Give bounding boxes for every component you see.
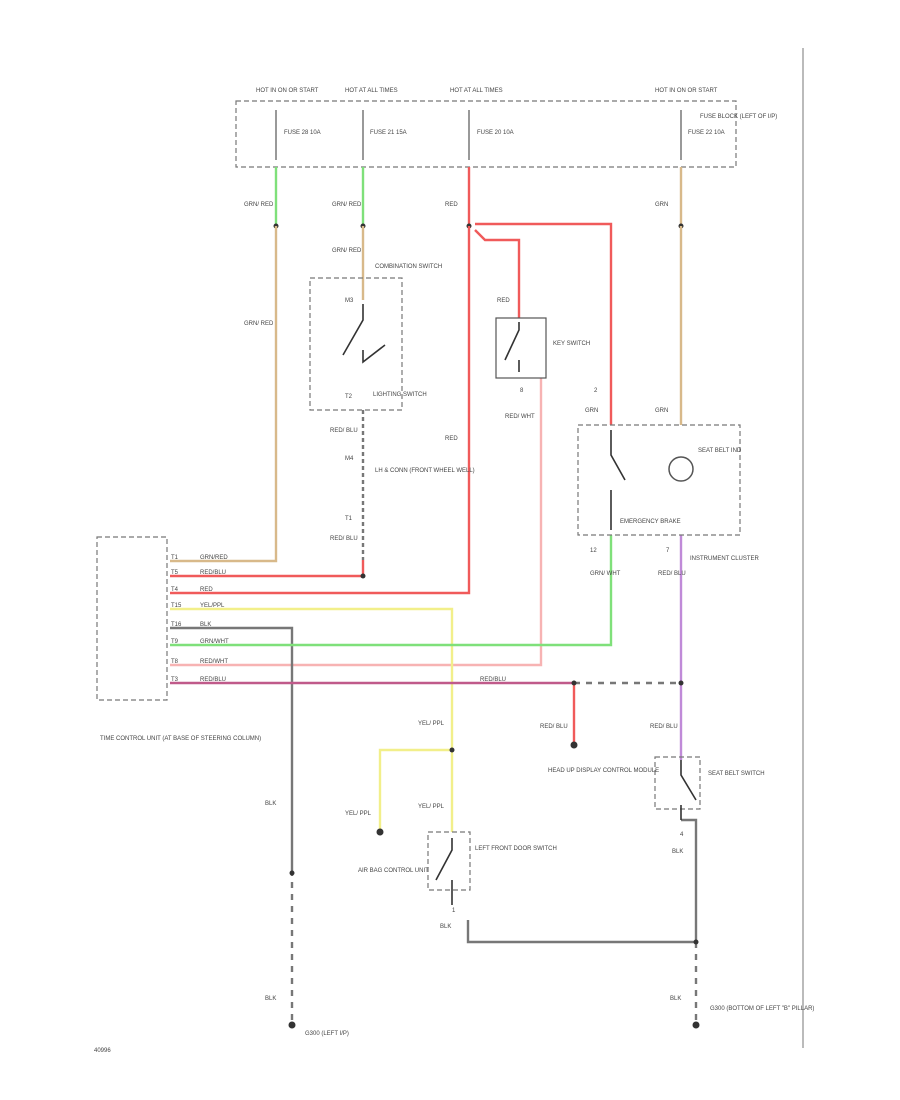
combination-switch-contact — [342, 304, 386, 364]
tcu-pin-7: T8 — [171, 659, 179, 665]
hot-label-3: HOT AT ALL TIMES — [450, 88, 503, 94]
wire-label-w24: BLK — [265, 996, 276, 1002]
wire-label-w5: GRN/ RED — [332, 248, 362, 254]
tcu-wire-6: GRN/WHT — [200, 639, 229, 645]
tcu-pin-3: T4 — [171, 587, 179, 593]
fuse-outputs — [274, 167, 683, 226]
pin-p4: T1 — [345, 516, 353, 522]
ground-left-label: G300 (LEFT I/P) — [305, 1031, 349, 1037]
pin-p10: 4 — [680, 832, 684, 838]
pin-p9: 1 — [452, 908, 456, 914]
wire-label-w18: RED/ BLU — [658, 571, 686, 577]
tcu-wire-7: RED/WHT — [200, 659, 228, 665]
hot-label-1: HOT IN ON OR START — [256, 88, 319, 94]
wire-label-w14: GRN/ WHT — [590, 571, 621, 577]
tcu-wire-4: YEL/PPL — [200, 603, 225, 609]
wire-label-w19: RED/ BLU — [540, 724, 568, 730]
tcu-pin-2: T5 — [171, 570, 179, 576]
seat-belt-switch-contact — [680, 760, 697, 820]
instrument-cluster-box — [577, 424, 741, 536]
pin-p7: 7 — [666, 548, 670, 554]
fuses: FUSE 28 10A FUSE 21 15A FUSE 20 10A FUSE… — [275, 110, 725, 160]
door-switch-box — [427, 831, 471, 891]
wire-label-w24b: BLK — [670, 996, 681, 1002]
fuse-block-label: FUSE BLOCK (LEFT OF I/P) — [700, 114, 777, 120]
seat-belt-lamp — [668, 456, 694, 482]
fuse-label-3: FUSE 20 10A — [477, 130, 514, 136]
wire-label-w16: YEL/ PPL — [345, 811, 372, 817]
wire-label-w20: RED/ BLU — [650, 724, 678, 730]
pin-p8: 2 — [594, 388, 598, 394]
fuse-label-2: FUSE 21 15A — [370, 130, 407, 136]
airbag-unit-label: AIR BAG CONTROL UNIT — [358, 868, 429, 874]
tcu-wire-3: RED — [200, 587, 213, 593]
combination-switch-label: COMBINATION SWITCH — [375, 264, 442, 270]
wire-label-w2: GRN/ RED — [332, 202, 362, 208]
wire-label-w8: RED/ WHT — [505, 414, 535, 420]
wire-label-w3: RED — [445, 202, 458, 208]
combination-switch-box — [309, 277, 403, 411]
seat-belt-switch-box — [654, 756, 701, 810]
wire-label-w17: YEL/ PPL — [418, 804, 445, 810]
pin-p1: M3 — [345, 298, 354, 304]
pin-p2: T2 — [345, 394, 353, 400]
tcu-pin-5: T16 — [171, 622, 182, 628]
wire-label-w11: RED — [445, 436, 458, 442]
pin-p6: 12 — [590, 548, 597, 554]
pin-p3: M4 — [345, 456, 354, 462]
fuse-block-hots: HOT IN ON OR START HOT AT ALL TIMES HOT … — [256, 88, 718, 94]
wire-label-w4: GRN — [655, 202, 668, 208]
instrument-cluster-label: INSTRUMENT CLUSTER — [690, 556, 760, 562]
hot-label-2: HOT AT ALL TIMES — [345, 88, 398, 94]
wire-label-w9: RED/ BLU — [330, 428, 358, 434]
wire-label-w12: GRN — [585, 408, 598, 414]
seat-belt-switch-label: SEAT BELT SWITCH — [708, 771, 765, 777]
tcu-pin-6: T9 — [171, 639, 179, 645]
hot-label-4: HOT IN ON OR START — [655, 88, 718, 94]
tcu-wire-5: BLK — [200, 622, 211, 628]
key-switch-box — [495, 317, 547, 379]
junctions — [288, 573, 700, 1029]
wire-label-w22: BLK — [440, 924, 451, 930]
key-switch-contact — [504, 322, 520, 372]
wire-label-w6: GRN/ RED — [244, 321, 274, 327]
wire-label-w21: BLK — [672, 849, 683, 855]
wire-label-w13: GRN — [655, 408, 668, 414]
lighting-switch-label: LIGHTING SWITCH — [373, 392, 427, 398]
emergency-label: EMERGENCY BRAKE — [620, 519, 681, 525]
heads-up-display-label: HEAD UP DISPLAY CONTROL MODULE — [548, 768, 659, 774]
time-control-unit-box — [96, 536, 168, 701]
wire-runs — [170, 222, 698, 1025]
wire-label-w10: RED/ BLU — [330, 536, 358, 542]
pin-p5: 8 — [520, 388, 524, 394]
time-control-unit-label: TIME CONTROL UNIT (AT BASE OF STEERING C… — [100, 736, 261, 742]
tcu-wire-8: RED/BLU — [200, 677, 226, 683]
tcu-pin-labels: T1 T5 T4 T15 T16 T9 T8 T3 GRN/RED RED/BL… — [171, 555, 229, 683]
tcu-wire-1: GRN/RED — [200, 555, 228, 561]
door-switch-label: LEFT FRONT DOOR SWITCH — [475, 846, 557, 852]
wire-label-w1: GRN/ RED — [244, 202, 274, 208]
wire-label-w15: YEL/ PPL — [418, 721, 445, 727]
key-switch-label: KEY SWITCH — [553, 341, 590, 347]
fuse-block-box — [235, 100, 737, 168]
door-switch-contact — [435, 838, 453, 905]
emergency-brake-contact — [610, 430, 626, 530]
lh-connector-label: LH & CONN (FRONT WHEEL WELL) — [375, 468, 475, 474]
tcu-pin-4: T15 — [171, 603, 182, 609]
figure-code: 40996 — [94, 1048, 111, 1054]
tcu-wire-2: RED/BLU — [200, 570, 226, 576]
wire-label-w23: BLK — [265, 801, 276, 807]
tcu-pin-1: T1 — [171, 555, 179, 561]
wire-label-w7: RED — [497, 298, 510, 304]
wire-label-w25: RED/BLU — [480, 677, 506, 683]
fuse-label-1: FUSE 28 10A — [284, 130, 321, 136]
ground-right-label: G300 (BOTTOM OF LEFT "B" PILLAR) — [710, 1006, 814, 1012]
fuse-label-4: FUSE 22 10A — [688, 130, 725, 136]
seat-belt-ind-label: SEAT BELT IND — [698, 448, 742, 454]
tcu-pin-8: T3 — [171, 677, 179, 683]
